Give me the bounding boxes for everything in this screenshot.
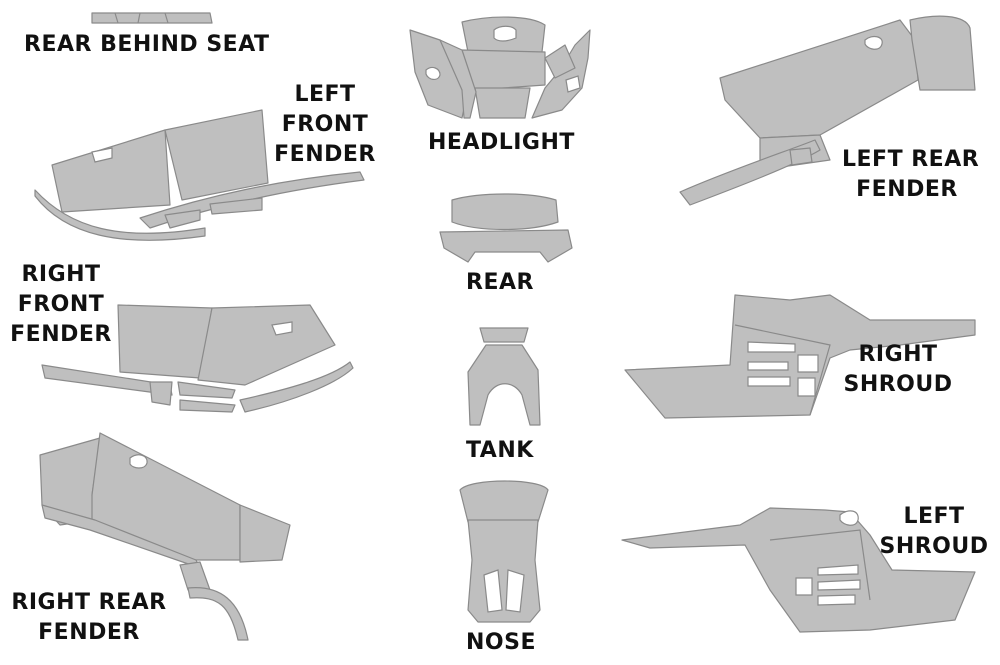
nose-piece	[459, 480, 549, 623]
right-rear-fender-piece	[39, 432, 291, 641]
label-line: RIGHT REAR	[11, 590, 167, 615]
label-right-front-fender: RIGHT FRONT FENDER	[6, 260, 116, 350]
label-right-shroud: RIGHT SHROUD	[838, 340, 958, 400]
label-line: HEADLIGHT	[428, 130, 575, 155]
label-line: FENDER	[38, 620, 140, 645]
label-line: LEFT	[294, 82, 356, 107]
left-rear-fender-piece	[679, 15, 976, 206]
label-right-rear-fender: RIGHT REAR FENDER	[8, 588, 170, 648]
label-line: SHROUD	[843, 372, 953, 397]
headlight-piece	[409, 16, 591, 119]
rear-behind-seat-piece	[91, 12, 213, 24]
label-rear-behind-seat: REAR BEHIND SEAT	[24, 30, 270, 60]
label-rear: REAR	[466, 268, 534, 298]
label-nose: NOSE	[466, 628, 536, 658]
label-line: SHROUD	[879, 534, 989, 559]
label-line: LEFT REAR	[842, 147, 980, 172]
left-shroud-piece	[621, 507, 976, 633]
label-left-shroud: LEFT SHROUD	[874, 502, 994, 562]
right-front-fender-piece	[41, 304, 354, 413]
label-left-front-fender: LEFT FRONT FENDER	[270, 80, 380, 170]
tank-piece	[467, 327, 541, 426]
label-left-rear-fender: LEFT REAR FENDER	[842, 145, 980, 205]
label-line: NOSE	[466, 630, 536, 655]
label-line: FENDER	[10, 322, 112, 347]
label-line: FENDER	[274, 142, 376, 167]
label-headlight: HEADLIGHT	[428, 128, 575, 158]
label-line: FENDER	[856, 177, 958, 202]
label-line: REAR	[466, 270, 534, 295]
rear-piece	[439, 193, 573, 263]
label-tank: TANK	[466, 436, 534, 466]
label-line: FRONT	[17, 292, 105, 317]
label-line: TANK	[466, 438, 534, 463]
left-front-fender-piece	[34, 109, 365, 241]
right-shroud-piece	[624, 294, 976, 419]
label-line: RIGHT	[858, 342, 938, 367]
label-line: LEFT	[903, 504, 965, 529]
label-line: RIGHT	[21, 262, 101, 287]
label-line: FRONT	[281, 112, 369, 137]
label-line: REAR BEHIND SEAT	[24, 32, 270, 57]
